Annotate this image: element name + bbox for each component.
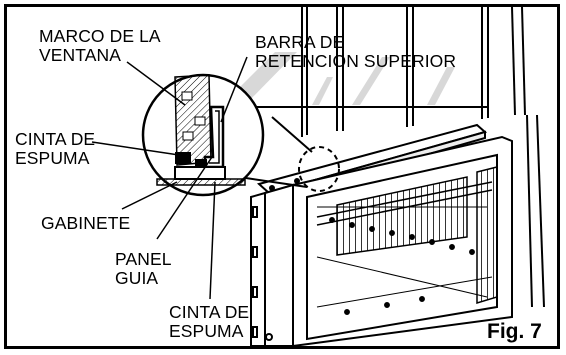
foam-tape-lower-label-line2: ESPUMA (169, 321, 244, 341)
top-retaining-bar-label-line1: BARRA DE (255, 32, 345, 52)
foam-tape-lower-label: CINTA DE ESPUMA (169, 303, 249, 341)
installation-diagram: MARCO DE LA VENTANA BARRA DE RETENCION S… (4, 4, 560, 349)
window-frame-label: MARCO DE LA VENTANA (39, 27, 161, 65)
window-frame-label-line2: VENTANA (39, 45, 122, 65)
figure-number: Fig. 7 (487, 320, 542, 343)
guide-panel-label-line2: GUIA (115, 268, 159, 288)
foam-tape-upper-label: CINTA DE ESPUMA (15, 130, 95, 168)
window-frame-label-line1: MARCO DE LA (39, 26, 161, 46)
top-retaining-bar-label-line2: RETENCION SUPERIOR (255, 51, 457, 71)
guide-panel-label: PANEL GUIA (115, 250, 172, 288)
foam-tape-lower-label-line1: CINTA DE (169, 302, 250, 322)
air-conditioner-window-illustration (91, 7, 545, 346)
foam-tape-upper-label-line2: ESPUMA (15, 148, 90, 168)
top-retaining-bar-label: BARRA DE RETENCION SUPERIOR (255, 33, 456, 71)
leader-lines (91, 56, 248, 300)
foam-tape-upper-label-line1: CINTA DE (15, 129, 96, 149)
detail-marker (298, 146, 340, 192)
interior-grille (316, 166, 498, 315)
cabinet-label: GABINETE (41, 213, 131, 233)
guide-panel-label-line1: PANEL (115, 249, 172, 269)
detail-callout (141, 73, 313, 197)
